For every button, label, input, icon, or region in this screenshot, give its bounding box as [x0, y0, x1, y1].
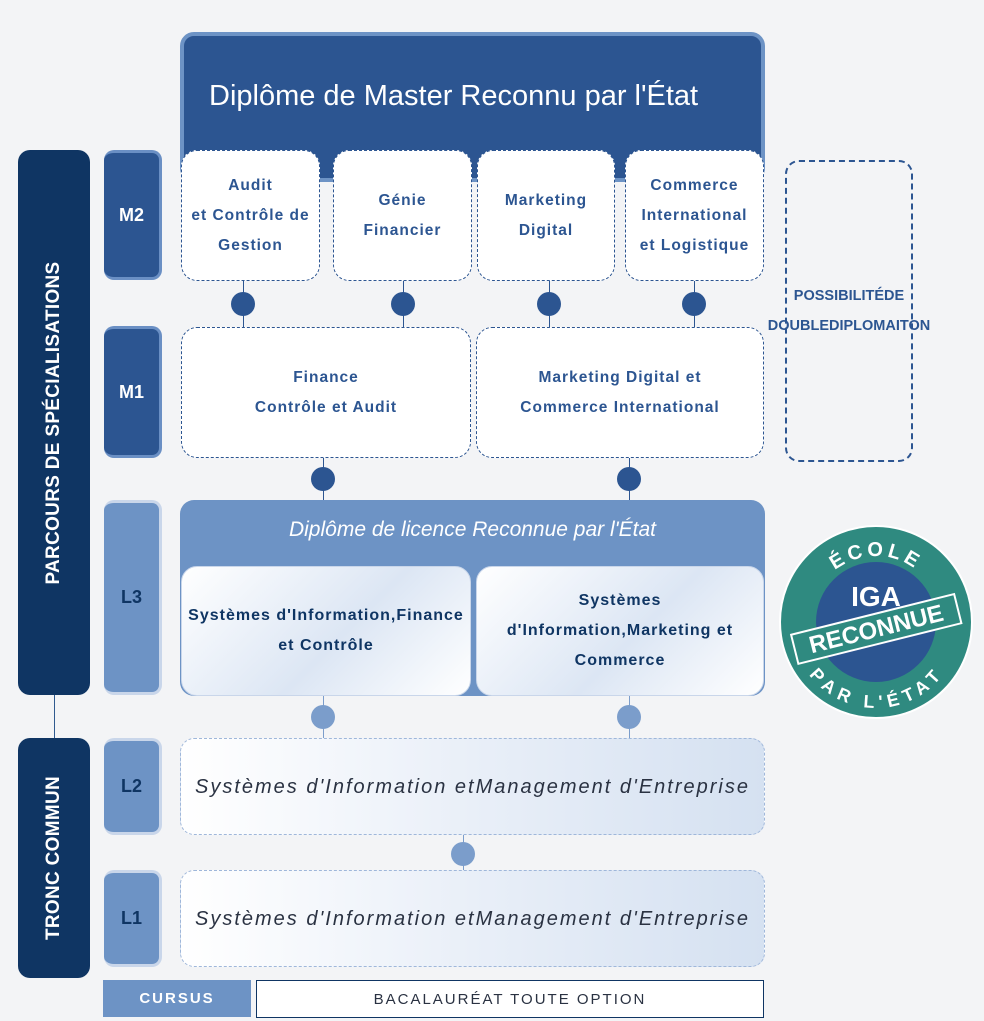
tronc-commun-label: TRONC COMMUN: [43, 775, 64, 941]
connector-dot: [617, 467, 641, 491]
connector-dot: [311, 467, 335, 491]
specialisations-bar: PARCOURS DE SPÉCIALISATIONS: [18, 150, 90, 695]
l3-option-marketing: Systèmes d'Information,Marketing et Comm…: [476, 566, 764, 696]
connector-dot: [617, 705, 641, 729]
connector-dot: [537, 292, 561, 316]
l2-tronc-commun-box: Systèmes d'Information etManagement d'En…: [180, 738, 765, 835]
seal-iga-text: IGA: [851, 581, 901, 612]
master-title: Diplôme de Master Reconnu par l'État: [209, 80, 699, 112]
level-l3: L3: [104, 500, 162, 695]
specialisations-label: PARCOURS DE SPÉCIALISATIONS: [43, 260, 64, 585]
l1-tronc-commun-box: Systèmes d'Information etManagement d'En…: [180, 870, 765, 967]
connector-dot: [311, 705, 335, 729]
l3-option-finance: Systèmes d'Information,Finance et Contrô…: [181, 566, 471, 696]
seal-ribbon: [789, 592, 963, 666]
baccalaureat-label: BACALAURÉAT TOUTE OPTION: [256, 980, 764, 1018]
tronc-commun-bar: TRONC COMMUN: [18, 738, 90, 978]
ecole-reconnue-seal: ÉCOLE PAR L'ÉTAT IGA RECONNUE: [779, 525, 973, 719]
connector-dot: [451, 842, 475, 866]
level-l2: L2: [104, 738, 162, 835]
level-m2: M2: [104, 150, 162, 280]
connector-dot: [231, 292, 255, 316]
licence-title: Diplôme de licence Reconnue par l'État: [288, 518, 657, 541]
side-connector: [54, 695, 55, 738]
cursus-label: CURSUS: [103, 980, 251, 1017]
double-diplome-box: POSSIBILITÉDE DOUBLEDIPLOMAITON: [768, 160, 930, 462]
connector-dot: [391, 292, 415, 316]
level-l1: L1: [104, 870, 162, 967]
connector-dot: [682, 292, 706, 316]
level-m1: M1: [104, 326, 162, 458]
